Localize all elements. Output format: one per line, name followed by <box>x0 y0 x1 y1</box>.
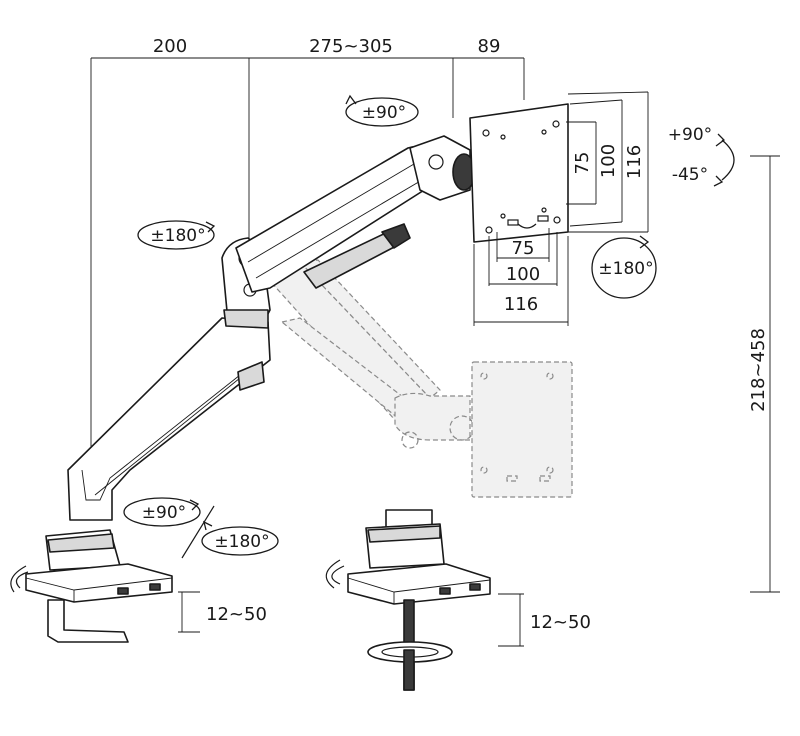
main-arm <box>67 103 569 521</box>
clamp-dim-right <box>498 593 524 647</box>
rotation-arm-joint: ±180° <box>137 220 216 250</box>
lower-arm <box>67 317 271 521</box>
rotation-tilt: +90° -45° <box>668 125 735 187</box>
dim-vesa-h-100: 100 <box>506 264 540 285</box>
dim-arm-length-2: 275~305 <box>309 36 393 57</box>
dim-vesa-h-116: 116 <box>504 294 538 315</box>
clamp-dim-left <box>178 591 200 633</box>
clamp-base-left <box>10 529 173 643</box>
dim-clamp-right: 12~50 <box>530 612 591 633</box>
rotation-base-2-label: ±180° <box>214 532 269 552</box>
rotation-base-1-label: ±90° <box>142 503 186 523</box>
rotation-plate-label: ±180° <box>598 259 653 279</box>
rotation-base-1: ±90° <box>123 497 201 527</box>
rotation-base-2: ±180° <box>201 520 279 556</box>
top-dimension-lines <box>90 57 525 455</box>
rotation-arm-top: ±90° <box>345 94 419 127</box>
height-dimension-line <box>750 155 780 593</box>
rotation-arm-top-label: ±90° <box>362 103 406 123</box>
ghost-vesa-plate <box>471 361 573 498</box>
dim-arm-length-3: 89 <box>478 36 501 57</box>
dim-height-range: 218~458 <box>748 328 769 412</box>
grommet-top-plate-right <box>347 563 491 605</box>
clamp-jaw-left <box>47 599 129 643</box>
rotation-arm-joint-label: ±180° <box>150 226 205 246</box>
grommet-base-right <box>325 509 491 691</box>
rotation-tilt-up-label: +90° <box>668 125 712 145</box>
dim-vesa-v-116: 116 <box>624 145 645 179</box>
dim-vesa-v-75: 75 <box>572 152 593 175</box>
slash-divider <box>181 505 215 559</box>
dim-vesa-h-75: 75 <box>512 238 535 259</box>
dim-arm-length-1: 200 <box>153 36 187 57</box>
rotation-plate: ±180° <box>591 235 657 299</box>
clamp-top-plate-left <box>25 563 173 603</box>
vesa-dimension-lines <box>473 91 649 326</box>
dim-clamp-left: 12~50 <box>206 604 267 625</box>
dim-vesa-v-100: 100 <box>598 144 619 178</box>
lower-arm-grip <box>237 361 265 391</box>
ghost-arm-lowered <box>239 247 573 498</box>
rotation-tilt-down-label: -45° <box>672 165 708 185</box>
